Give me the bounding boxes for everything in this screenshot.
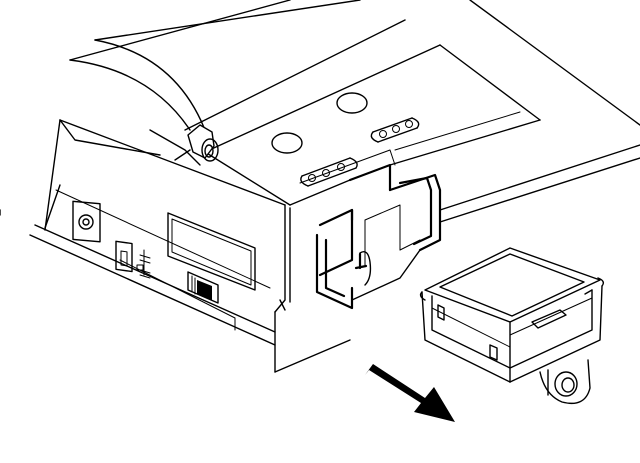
usb-port-icon	[115, 240, 133, 273]
cable-handle	[59, 39, 219, 166]
power-jack-icon	[72, 200, 101, 243]
scanner-body	[0, 0, 640, 373]
option-slot-icon	[167, 212, 256, 291]
detachable-module	[419, 247, 605, 405]
slide-switch-icon	[187, 271, 219, 304]
network-symbol-icon	[136, 249, 151, 279]
scanner-lid	[184, 19, 541, 206]
mounting-screw-icon	[539, 359, 591, 405]
remove-direction-arrow-icon	[365, 364, 455, 422]
lid-hole-large-2	[271, 132, 303, 154]
lid-hole-large-1	[336, 92, 368, 114]
connector-panel	[72, 200, 256, 304]
module-bay	[315, 163, 442, 310]
